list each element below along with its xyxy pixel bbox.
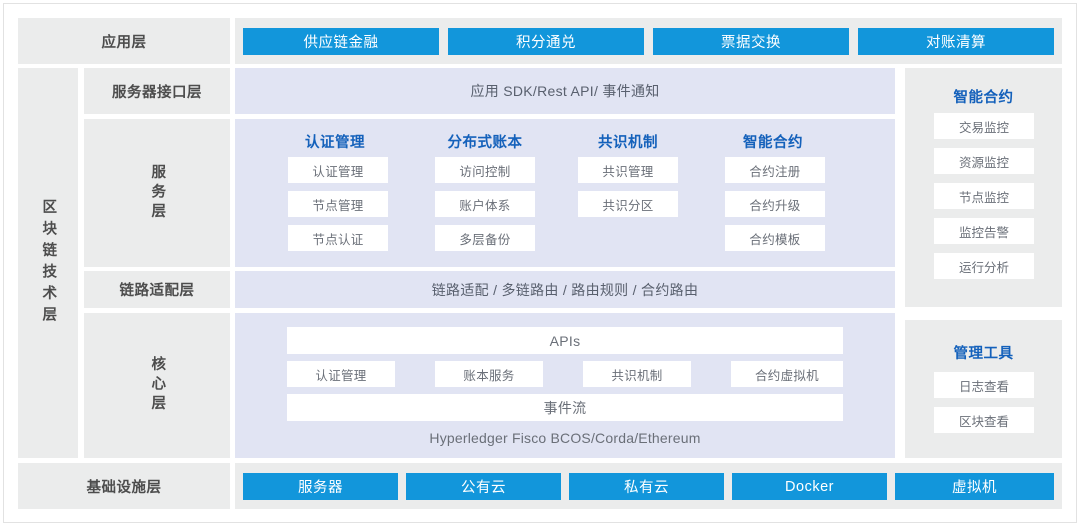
side-panel-title-smart-contract: 智能合约 xyxy=(953,90,1014,106)
core-event-stream-bar[interactable]: 事件流 xyxy=(287,394,843,421)
infra-button-virtual-machine[interactable]: 虚拟机 xyxy=(895,473,1054,500)
service-chip-consensus-partition[interactable]: 共识分区 xyxy=(578,191,678,217)
side-chip-operation-analysis[interactable]: 运行分析 xyxy=(934,253,1034,279)
service-column-title-distributed-ledger: 分布式账本 xyxy=(447,135,523,151)
service-chip-account-system[interactable]: 账户体系 xyxy=(435,191,535,217)
service-column-title-smart-contract: 智能合约 xyxy=(743,135,803,151)
side-chip-log-view[interactable]: 日志查看 xyxy=(934,372,1034,398)
infra-button-private-cloud[interactable]: 私有云 xyxy=(569,473,724,500)
service-chip-node-authentication[interactable]: 节点认证 xyxy=(288,225,388,251)
infrastructure-layer-buttons-container: 服务器 公有云 私有云 Docker 虚拟机 xyxy=(235,463,1062,509)
service-chip-contract-template[interactable]: 合约模板 xyxy=(725,225,825,251)
application-layer-label: 应用层 xyxy=(18,18,230,64)
service-layer-panel: 认证管理 认证管理 节点管理 节点认证 分布式账本 访问控制 账户体系 多层备份… xyxy=(235,119,895,267)
service-chip-multilayer-backup[interactable]: 多层备份 xyxy=(435,225,535,251)
side-chip-node-monitoring[interactable]: 节点监控 xyxy=(934,183,1034,209)
link-adaptation-layer-content: 链路适配 / 多链路由 / 路由规则 / 合约路由 xyxy=(235,271,895,308)
core-layer-label: 核心层 xyxy=(84,313,230,458)
side-panel-title-management-tools: 管理工具 xyxy=(953,346,1014,362)
infra-button-server[interactable]: 服务器 xyxy=(243,473,398,500)
service-column-title-auth-management: 认证管理 xyxy=(305,135,365,151)
service-chip-node-management[interactable]: 节点管理 xyxy=(288,191,388,217)
side-chip-transaction-monitoring[interactable]: 交易监控 xyxy=(934,113,1034,139)
application-layer-buttons-container: 供应链金融 积分通兑 票据交换 对账清算 xyxy=(235,18,1062,64)
link-adaptation-layer-label: 链路适配层 xyxy=(84,271,230,308)
core-layer-footer-text: Hyperledger Fisco BCOS/Corda/Ethereum xyxy=(429,430,701,446)
server-interface-layer-content: 应用 SDK/Rest API/ 事件通知 xyxy=(235,68,895,114)
core-layer-panel: APIs 认证管理 账本服务 共识机制 合约虚拟机 事件流 Hyperledge… xyxy=(235,313,895,458)
blockchain-tech-layer-label: 区块链技术层 xyxy=(18,68,78,458)
infra-button-public-cloud[interactable]: 公有云 xyxy=(406,473,561,500)
core-module-auth-management[interactable]: 认证管理 xyxy=(287,361,395,387)
side-chip-block-view[interactable]: 区块查看 xyxy=(934,407,1034,433)
app-button-bill-exchange[interactable]: 票据交换 xyxy=(653,28,849,55)
service-layer-label: 服务层 xyxy=(84,119,230,267)
app-button-reconciliation-settlement[interactable]: 对账清算 xyxy=(858,28,1054,55)
side-panel-management-tools: 管理工具 日志查看 区块查看 xyxy=(905,320,1062,458)
service-chip-access-control[interactable]: 访问控制 xyxy=(435,157,535,183)
infrastructure-layer-label: 基础设施层 xyxy=(18,463,230,509)
service-column-title-consensus-mechanism: 共识机制 xyxy=(598,135,658,151)
service-chip-contract-registration[interactable]: 合约注册 xyxy=(725,157,825,183)
service-chip-consensus-management[interactable]: 共识管理 xyxy=(578,157,678,183)
server-interface-layer-label: 服务器接口层 xyxy=(84,68,230,114)
service-chip-contract-upgrade[interactable]: 合约升级 xyxy=(725,191,825,217)
side-chip-monitoring-alert[interactable]: 监控告警 xyxy=(934,218,1034,244)
core-module-consensus-mechanism[interactable]: 共识机制 xyxy=(583,361,691,387)
core-module-contract-vm[interactable]: 合约虚拟机 xyxy=(731,361,843,387)
side-chip-resource-monitoring[interactable]: 资源监控 xyxy=(934,148,1034,174)
service-chip-auth-management[interactable]: 认证管理 xyxy=(288,157,388,183)
core-module-ledger-service[interactable]: 账本服务 xyxy=(435,361,543,387)
app-button-supply-chain-finance[interactable]: 供应链金融 xyxy=(243,28,439,55)
infra-button-docker[interactable]: Docker xyxy=(732,473,887,500)
core-apis-bar[interactable]: APIs xyxy=(287,327,843,354)
side-panel-smart-contract: 智能合约 交易监控 资源监控 节点监控 监控告警 运行分析 xyxy=(905,68,1062,307)
app-button-points-exchange[interactable]: 积分通兑 xyxy=(448,28,644,55)
